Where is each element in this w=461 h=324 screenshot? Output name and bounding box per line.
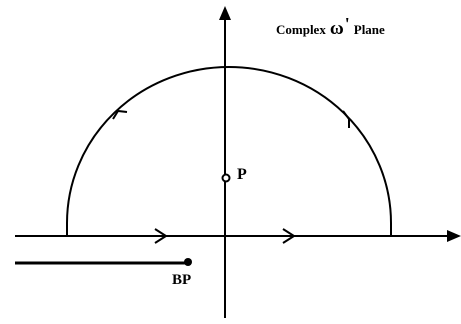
plane-title-suffix: Plane [353,22,385,37]
imaginary-axis-arrowhead [219,6,231,20]
branch-point-marker [184,258,192,266]
omega-symbol: ω [329,18,344,39]
arc-direction-arrow-left [112,109,128,120]
semicircle-contour [66,66,392,236]
arc-direction-arrow-right [342,110,350,128]
contour-direction-arrow-left [154,228,168,244]
branch-point-label: BP [172,272,192,288]
prime-mark: ' [344,14,350,34]
real-axis-arrowhead [447,230,461,242]
pole-marker [221,173,231,183]
pole-label: P [237,166,247,183]
plane-title-prefix: Complex [276,22,326,37]
contour-direction-arrow-right [282,228,296,244]
